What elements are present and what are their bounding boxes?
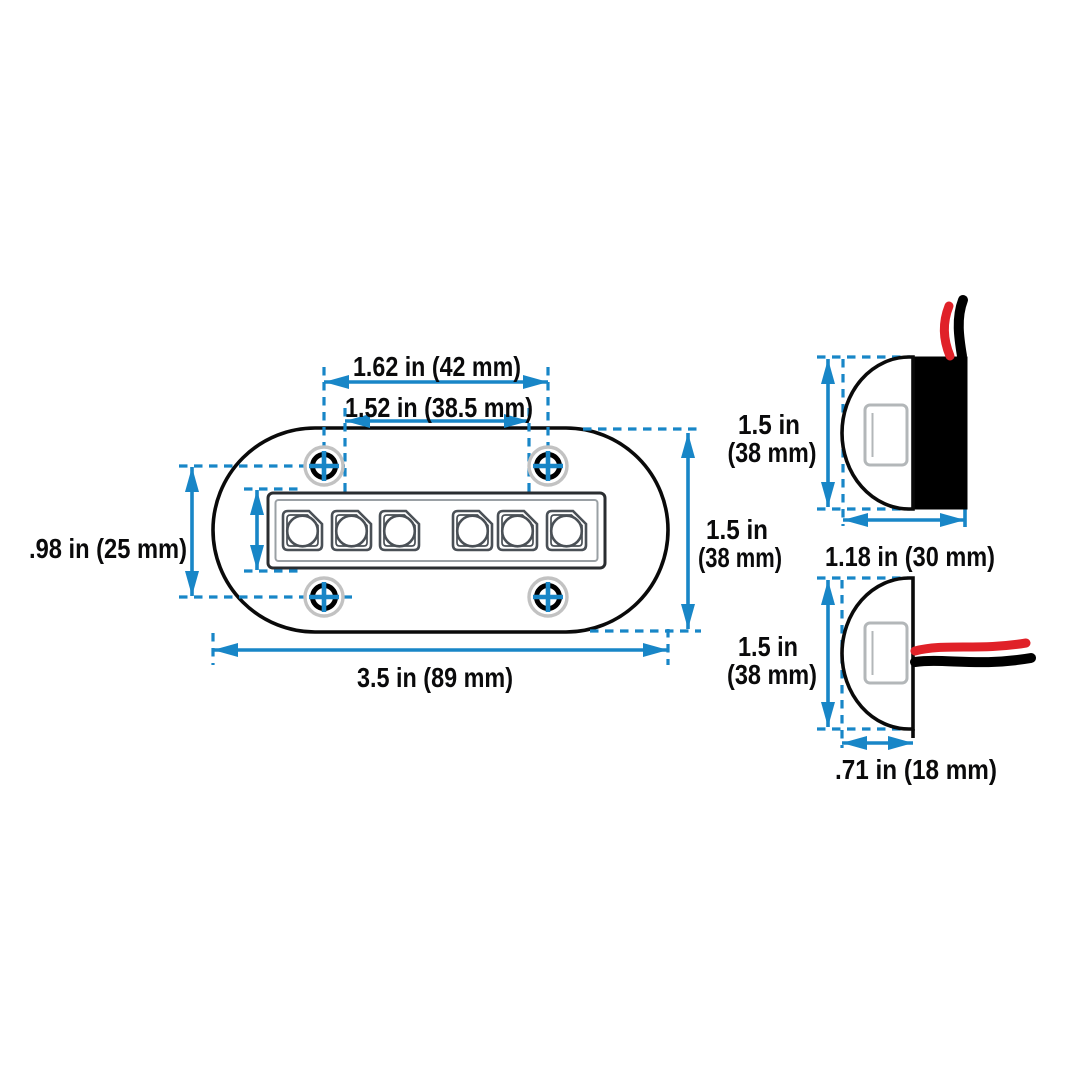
wire-black [910,653,1036,668]
dim-side-top-depth: 1.18 in (30 mm) [825,508,995,572]
side-view-top: 1.5 in (38 mm) 1.18 in (30 mm) [728,295,995,572]
mounting-screw-top-left [305,447,343,485]
housing-block [912,356,968,510]
dim-label-screw-pitch-width: 1.62 in (42 mm) [353,351,521,382]
dim-label-body-height-1: 1.5 in [706,514,768,545]
dim-label-body-height-2: (38 mm) [698,542,782,573]
dim-label-body-width: 3.5 in (89 mm) [357,662,513,693]
lens-profile [863,403,909,467]
mounting-screw-top-right [529,447,567,485]
dim-label-side-bottom-height-1: 1.5 in [738,631,798,662]
dim-label-side-bottom-height-2: (38 mm) [727,659,817,690]
front-view: 1.62 in (42 mm) 1.52 in (38.5 mm) .98 in… [29,351,782,693]
dim-label-screw-pitch-height: .98 in (25 mm) [29,533,187,564]
dim-side-bottom-height: 1.5 in (38 mm) [727,576,908,748]
led-window-inner [274,499,599,562]
wire-red [910,638,1031,656]
wire-black [953,295,968,361]
mounting-screw-bottom-right [529,578,567,616]
dim-side-bottom-depth: .71 in (18 mm) [835,736,997,785]
dim-label-side-bottom-depth: .71 in (18 mm) [835,754,997,785]
led-window-outer [266,491,607,570]
dim-body-width: 3.5 in (89 mm) [211,629,670,693]
dim-screw-pitch-width: 1.62 in (42 mm) [322,351,550,447]
dim-window-height [244,487,303,573]
dim-label-side-top-height-2: (38 mm) [728,437,817,468]
dim-label-window-width: 1.52 in (38.5 mm) [345,392,533,423]
dim-label-side-top-depth: 1.18 in (30 mm) [825,541,995,572]
oval-body-outline [211,426,670,634]
side-view-bottom: 1.5 in (38 mm) .71 in (18 mm) [727,576,1036,785]
dim-label-side-top-height-1: 1.5 in [738,409,800,440]
mounting-screw-bottom-left [305,578,343,616]
lens-profile [863,621,909,685]
wire-red [939,301,955,361]
dim-window-width: 1.52 in (38.5 mm) [343,392,533,492]
dim-body-height: 1.5 in (38 mm) [583,427,782,633]
